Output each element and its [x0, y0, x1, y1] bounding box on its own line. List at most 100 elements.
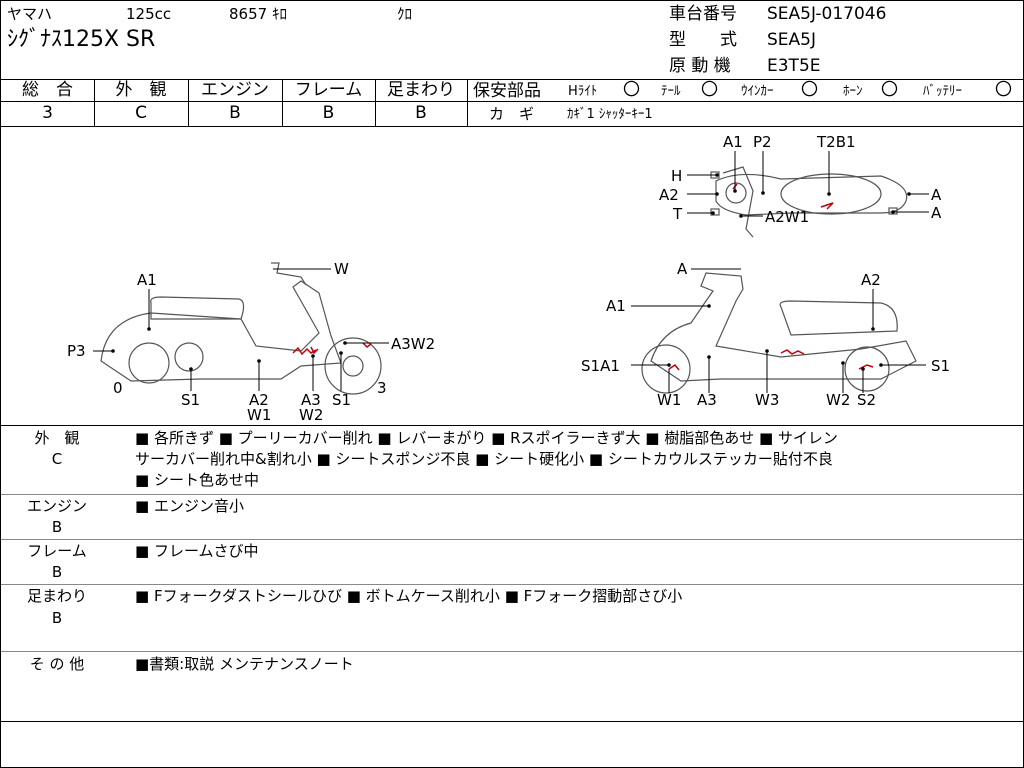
remark-engine-line: ■ エンジン音小: [135, 497, 244, 515]
left-rear-wheel: [128, 342, 170, 384]
divider: [1, 126, 1023, 127]
grade-overall-value: 3: [42, 103, 53, 123]
diagram-label: S1: [181, 391, 200, 409]
diagram-label: A: [931, 204, 942, 222]
diagram-label: W2: [826, 391, 850, 409]
left-scooter-seat: [150, 296, 245, 320]
diagram-label: A1: [606, 297, 626, 315]
displacement: 125cc: [126, 5, 172, 23]
remark-exterior-line: サーカバー削れ中&割れ小 ■ シートスポンジ不良 ■ シート硬化小 ■ シートカ…: [135, 450, 833, 468]
safety-tail-mark: 〇: [701, 80, 718, 100]
remark-frame-line: ■ フレームさび中: [135, 542, 259, 560]
diagram-label: A3: [301, 391, 321, 409]
diagram-label: A1: [137, 271, 157, 289]
diagram-label: S1: [332, 391, 351, 409]
right-scooter-seat: [779, 300, 898, 336]
remark-exterior-grade: C: [51, 450, 63, 468]
safety-winker-mark: 〇: [801, 80, 818, 100]
diagram-label: W1: [247, 406, 271, 424]
damage-marks: [292, 183, 874, 371]
safety-battery-mark: 〇: [995, 80, 1012, 100]
engine-value: E3T5E: [767, 56, 821, 76]
safety-headlight-mark: 〇: [623, 80, 640, 100]
diagram-label: W3: [755, 391, 779, 409]
remark-other-label: そ の 他: [29, 655, 85, 673]
grade-exterior-value: C: [135, 103, 147, 123]
divider: [1, 425, 1023, 426]
diagram-label: 3: [377, 379, 387, 397]
diagram-label: S1: [931, 357, 950, 375]
divider: [467, 101, 1023, 102]
diagram-label: P2: [753, 133, 772, 151]
diagram-label: P3: [67, 342, 86, 360]
top-scooter-seat: [780, 173, 882, 215]
leader-lines: [93, 151, 929, 393]
type-value: SEA5J: [767, 30, 816, 50]
remark-engine-label: エンジン: [26, 497, 87, 515]
safety-battery: ﾊﾞｯﾃﾘｰ: [923, 84, 962, 99]
diagram-label: H: [671, 167, 682, 185]
leader-dots: [111, 173, 911, 371]
damage-diagram: A1 P2 T2B1 H A2 T A2W1 A A W A1 P3 A3W2 …: [67, 133, 950, 424]
grade-engine-label: エンジン: [201, 80, 269, 100]
divider: [1, 79, 1023, 80]
diagram-label: A2: [659, 186, 679, 204]
divider: [467, 79, 468, 127]
maker: ヤマハ: [7, 5, 53, 23]
remark-suspension-grade: B: [51, 609, 63, 627]
remark-suspension-line: ■ Fフォークダストシールひび ■ ボトムケース削れ小 ■ Fフォーク摺動部さび…: [135, 587, 683, 605]
right-rear-wheel: [844, 346, 890, 392]
right-front-wheel: [641, 344, 691, 394]
safety-horn-mark: 〇: [881, 80, 898, 100]
safety-tail: ﾃｰﾙ: [661, 84, 681, 99]
top-scooter-body: [715, 173, 908, 216]
safety-headlight: Hﾗｲﾄ: [568, 84, 598, 99]
divider: [1, 651, 1023, 652]
grade-suspension-value: B: [415, 103, 427, 123]
divider: [1, 539, 1023, 540]
divider: [1, 584, 1023, 585]
type-label: 型 式: [669, 30, 737, 50]
divider: [1, 101, 467, 102]
diagram-label: A: [677, 260, 688, 278]
grade-overall-label: 総 合: [22, 80, 73, 100]
safety-winker: ｳｲﾝｶｰ: [741, 84, 774, 99]
divider: [94, 79, 95, 127]
model-name: ｼｸﾞﾅｽ125X SR: [7, 27, 156, 52]
grade-suspension-label: 足まわり: [387, 80, 455, 100]
frame-no: SEA5J-017046: [767, 4, 887, 24]
grade-frame-label: フレーム: [294, 80, 363, 100]
remark-suspension-label: 足まわり: [26, 587, 87, 605]
divider: [282, 79, 283, 127]
diagram-label: A3: [697, 391, 717, 409]
remark-frame-grade: B: [51, 563, 63, 581]
frame-no-label: 車台番号: [669, 4, 737, 24]
left-muffler: [174, 342, 204, 372]
diagram-label: S2: [857, 391, 876, 409]
remark-engine-grade: B: [51, 518, 63, 536]
diagram-label: S1A1: [581, 357, 620, 375]
diagram-label: T: [672, 205, 683, 223]
divider: [1, 721, 1023, 722]
diagram-label: 0: [113, 379, 123, 397]
key-label: カ ギ: [489, 105, 535, 123]
divider: [375, 79, 376, 127]
diagram-label: A3W2: [391, 335, 435, 353]
grade-exterior-label: 外 観: [115, 80, 167, 100]
divider: [1, 494, 1023, 495]
grade-frame-value: B: [322, 103, 335, 123]
color: ｸﾛ: [397, 5, 413, 23]
diagram-label: A: [931, 186, 942, 204]
diagram-label: A2: [861, 271, 881, 289]
diagram-label: A2: [249, 391, 269, 409]
left-scooter-body: [100, 280, 342, 382]
diagram-label: T2B1: [816, 133, 856, 151]
remark-exterior-line: ■ シート色あせ中: [135, 471, 259, 489]
left-front-wheel: [324, 337, 382, 395]
engine-label: 原 動 機: [669, 56, 731, 76]
remark-exterior-line: ■ 各所きず ■ プーリーカバー削れ ■ レバーまがり ■ Rスポイラーきず大 …: [135, 429, 838, 447]
remark-frame-label: フレーム: [27, 542, 87, 560]
mileage: 8657 ｷﾛ: [229, 5, 287, 23]
grade-engine-value: B: [229, 103, 241, 123]
